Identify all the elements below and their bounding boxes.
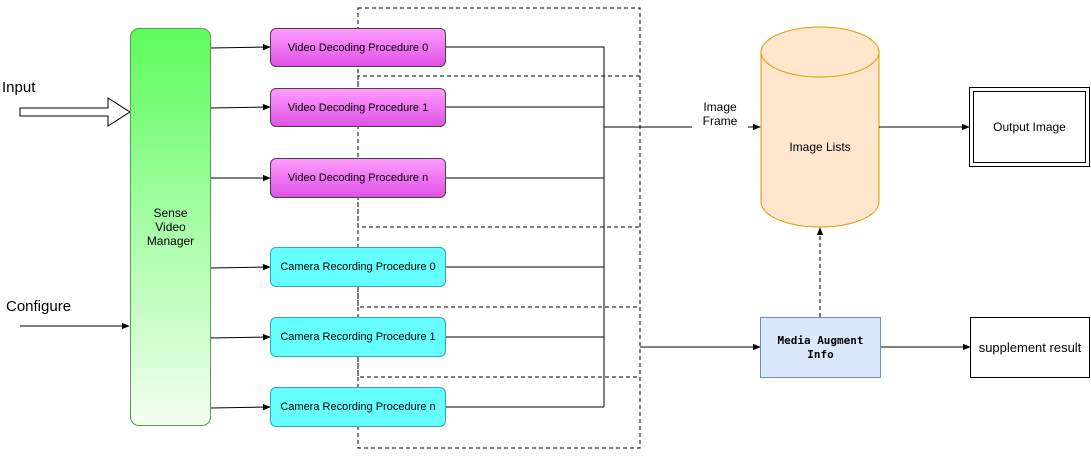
video-decoding-procedure-0[interactable]: Video Decoding Procedure 0 xyxy=(270,28,446,67)
procedure-bus xyxy=(446,46,605,408)
manager-line-2: Video xyxy=(155,220,186,234)
video-decoding-procedure-n[interactable]: Video Decoding Procedure n xyxy=(270,158,446,198)
sense-video-manager-label: Sense Video Manager xyxy=(147,206,194,248)
image-frame-line-1: Image xyxy=(703,100,737,114)
video-decoding-procedure-1[interactable]: Video Decoding Procedure 1 xyxy=(270,88,446,127)
camera-recording-procedure-1-label: Camera Recording Procedure 1 xyxy=(280,331,436,343)
configure-label: Configure xyxy=(6,298,72,315)
supplement-result-node[interactable]: supplement result xyxy=(970,317,1090,378)
image-lists-label: Image Lists xyxy=(789,140,851,154)
camera-recording-procedure-n-label: Camera Recording Procedure n xyxy=(280,401,436,413)
dashed-frame-video-1 xyxy=(357,75,640,92)
camera-recording-procedure-0[interactable]: Camera Recording Procedure 0 xyxy=(270,247,446,287)
dashed-frame-camera-0 xyxy=(357,288,640,308)
dashed-frame-camera-1 xyxy=(357,358,640,378)
sense-video-manager-node[interactable]: Sense Video Manager xyxy=(130,28,211,426)
dashed-frame-video-n xyxy=(357,196,640,228)
manager-line-1: Sense xyxy=(153,206,188,220)
dashed-group-frames xyxy=(357,7,641,449)
bus-video-0 xyxy=(446,46,605,407)
output-image-label: Output Image xyxy=(993,120,1066,134)
media-augment-info-node[interactable]: Media Augment Info xyxy=(760,317,881,378)
output-image-inner-border xyxy=(973,91,1086,163)
camera-recording-procedure-1[interactable]: Camera Recording Procedure 1 xyxy=(270,317,446,357)
output-image-node[interactable]: Output Image xyxy=(969,87,1090,167)
video-decoding-procedure-0-label: Video Decoding Procedure 0 xyxy=(287,41,429,54)
input-label: Input xyxy=(2,79,36,96)
image-frame-line-2: Frame xyxy=(702,114,738,128)
image-frame-edge-label: Image Frame xyxy=(692,100,748,128)
edge-manager-video-1 xyxy=(210,103,271,111)
edge-manager-video-0 xyxy=(210,43,271,51)
camera-recording-procedure-0-label: Camera Recording Procedure 0 xyxy=(280,261,436,273)
edge-manager-camera-0 xyxy=(210,263,271,271)
edge-manager-camera-1 xyxy=(210,333,271,341)
edge-manager-camera-n xyxy=(210,403,271,411)
dashed-frame-video-0 xyxy=(357,7,641,449)
image-lists-cylinder xyxy=(760,26,880,228)
media-augment-line-1: Media Augment xyxy=(777,333,864,347)
video-decoding-procedure-1-label: Video Decoding Procedure 1 xyxy=(287,101,429,114)
media-augment-line-2: Info xyxy=(807,347,834,361)
input-arrow xyxy=(19,97,131,127)
media-augment-info-label: Media Augment Info xyxy=(777,334,863,362)
camera-recording-procedure-n[interactable]: Camera Recording Procedure n xyxy=(270,387,446,427)
manager-to-procedure-edges xyxy=(210,43,271,411)
video-decoding-procedure-n-label: Video Decoding Procedure n xyxy=(287,172,429,184)
supplement-result-label: supplement result xyxy=(978,340,1082,355)
manager-line-3: Manager xyxy=(146,234,195,248)
